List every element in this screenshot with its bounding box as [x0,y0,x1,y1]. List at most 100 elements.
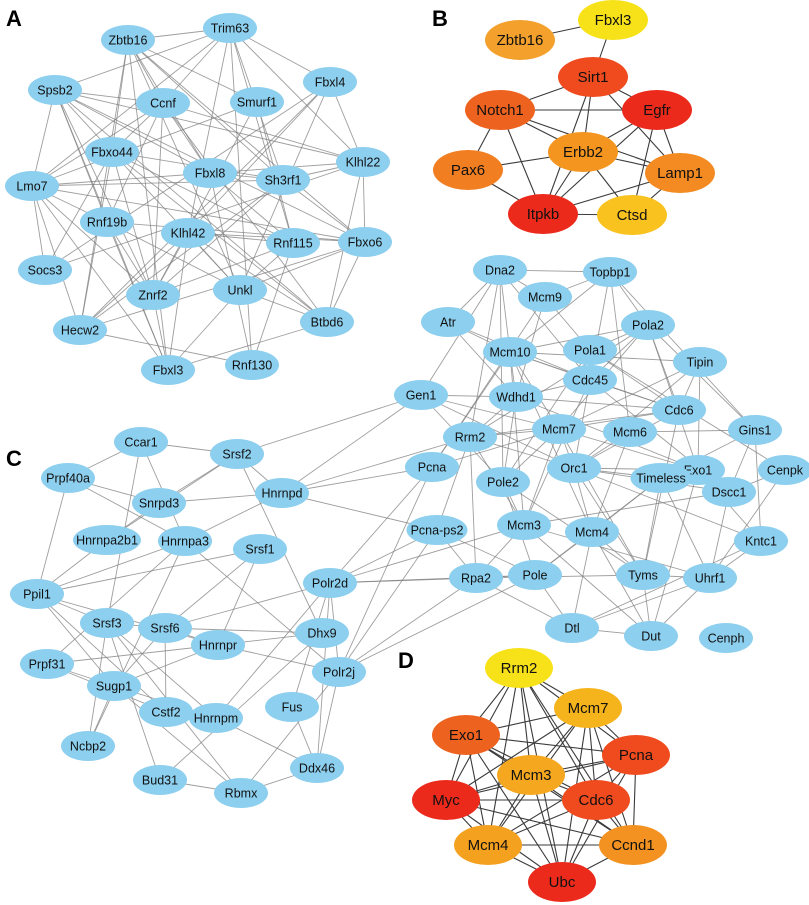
edge-a-zbtb16-fbxl3 [127,39,169,371]
node-a-rnf130: Rnf130 [225,350,279,380]
node-shape [338,227,392,257]
edge-c-mcm3-uhrf1 [523,524,711,579]
edge-a-trim63-spsb2 [54,27,231,91]
node-shape [497,510,551,540]
edge-c-cdc45-mcm3 [523,379,591,526]
edge-c-hnrnpa3-ppil1 [36,540,186,595]
node-label: Notch1 [476,102,524,119]
node-b-ctsd: Ctsd [597,195,667,235]
edge-c-pola2-gins1 [647,324,756,431]
node-shape [433,150,503,190]
node-shape [497,755,565,795]
node-shape [265,692,319,722]
edge-c-exo1-dut [650,469,699,637]
node-c-dtl: Dtl [545,613,599,643]
edge-a-spsb2-klhl22 [54,89,364,163]
edge-a-spsb2-fbxl8 [54,89,211,174]
edge-a-lmo7-znrf2 [31,185,154,296]
node-shape [758,455,809,485]
edge-a-fbxo44-rnf115 [111,151,294,244]
node-c-dhx9: Dhx9 [295,618,349,648]
node-label: Snrpd3 [139,497,179,511]
node-shape [225,350,279,380]
node-shape [300,307,354,337]
node-label: Hnrnpr [199,639,237,653]
node-label: Ubc [549,874,576,891]
edge-c-polr2j-pcna [338,466,433,673]
node-label: Ncbp2 [70,740,106,754]
node-label: Hecw2 [61,324,99,338]
node-label: Pola1 [574,344,606,358]
node-a-znrf2: Znrf2 [126,280,180,310]
node-label: Klhl22 [346,156,381,170]
node-label: Ppil1 [23,588,51,602]
node-c-hnrnpa3: Hnrnpa3 [158,526,212,556]
node-c-srsf2: Srsf2 [210,439,264,469]
node-a-spsb2: Spsb2 [28,75,82,105]
node-c-srsf3: Srsf3 [80,608,134,638]
node-shape [213,275,267,305]
edge-a-ccnf-btbd6 [162,102,328,323]
node-label: Cenpk [767,464,804,478]
node-label: Sirt1 [578,69,609,86]
node-d-exo1: Exo1 [432,715,500,755]
node-shape [621,310,675,340]
node-c-gen1: Gen1 [394,380,448,410]
node-label: Rrm2 [455,431,486,445]
node-shape [485,648,553,688]
node-c-ddx46: Ddx46 [290,753,344,783]
node-shape [558,57,628,97]
node-c-sugp1: Sugp1 [87,671,141,701]
node-label: Gen1 [406,389,437,403]
node-d-rrm2: Rrm2 [485,648,553,688]
node-a-klhl42: Klhl42 [161,218,215,248]
node-a-sh3rf1: Sh3rf1 [256,165,310,195]
node-label: Hnrnpd [262,487,303,501]
node-label: Srsf1 [245,543,274,557]
node-shape [336,147,390,177]
edge-c-srsf1-srsf6 [164,548,261,629]
node-label: Unkl [227,284,252,298]
node-label: Socs3 [28,264,63,278]
node-shape [394,380,448,410]
node-shape [702,477,756,507]
node-shape [189,703,243,733]
edge-c-srsf3-hnrnpm [106,622,217,719]
edge-a-fbxl4-klhl42 [187,81,331,234]
edge-c-mcm10-mcm3 [509,351,525,526]
edge-c-srsf1-hnrnpr [217,548,261,646]
node-shape [465,90,535,130]
edge-c-polr2d-srsf6 [164,582,331,629]
node-shape [255,478,309,508]
node-b-egfr: Egfr [622,90,692,130]
node-c-srsf1: Srsf1 [233,534,287,564]
node-shape [432,715,500,755]
node-shape [630,463,692,493]
edge-c-gins1-kntc1 [754,429,762,542]
node-a-hecw2: Hecw2 [53,315,107,345]
node-d-pcna: Pcna [602,735,670,775]
node-shape [266,228,320,258]
node-shape [476,467,530,497]
panel-label-c: C [6,446,22,471]
node-shape [602,735,670,775]
node-label: Polr2j [323,666,355,680]
node-label: Mcm6 [613,426,647,440]
node-c-cdc45: Cdc45 [563,365,617,395]
edge-a-spsb2-lmo7 [31,89,56,187]
node-d-cdc6: Cdc6 [562,780,630,820]
node-label: Dut [641,630,661,644]
edge-c-polr2d-mcm3 [329,524,525,584]
edge-a-trim63-klhl42 [187,27,231,234]
node-label: Mcm3 [507,519,541,533]
node-c-rpa2: Rpa2 [449,563,503,593]
edge-c-sugp1-rbmx [113,685,242,794]
edge-a-zbtb16-unkl [127,39,241,291]
edge-c-rrm2-pcna-ps2 [436,436,471,531]
node-label: Fbxl3 [595,12,632,29]
node-label: Sugp1 [96,680,132,694]
edge-c-dhx9-bud31 [159,632,323,781]
node-shape [20,649,74,679]
node-c-pcna-ps2: Pcna-ps2 [406,515,468,545]
